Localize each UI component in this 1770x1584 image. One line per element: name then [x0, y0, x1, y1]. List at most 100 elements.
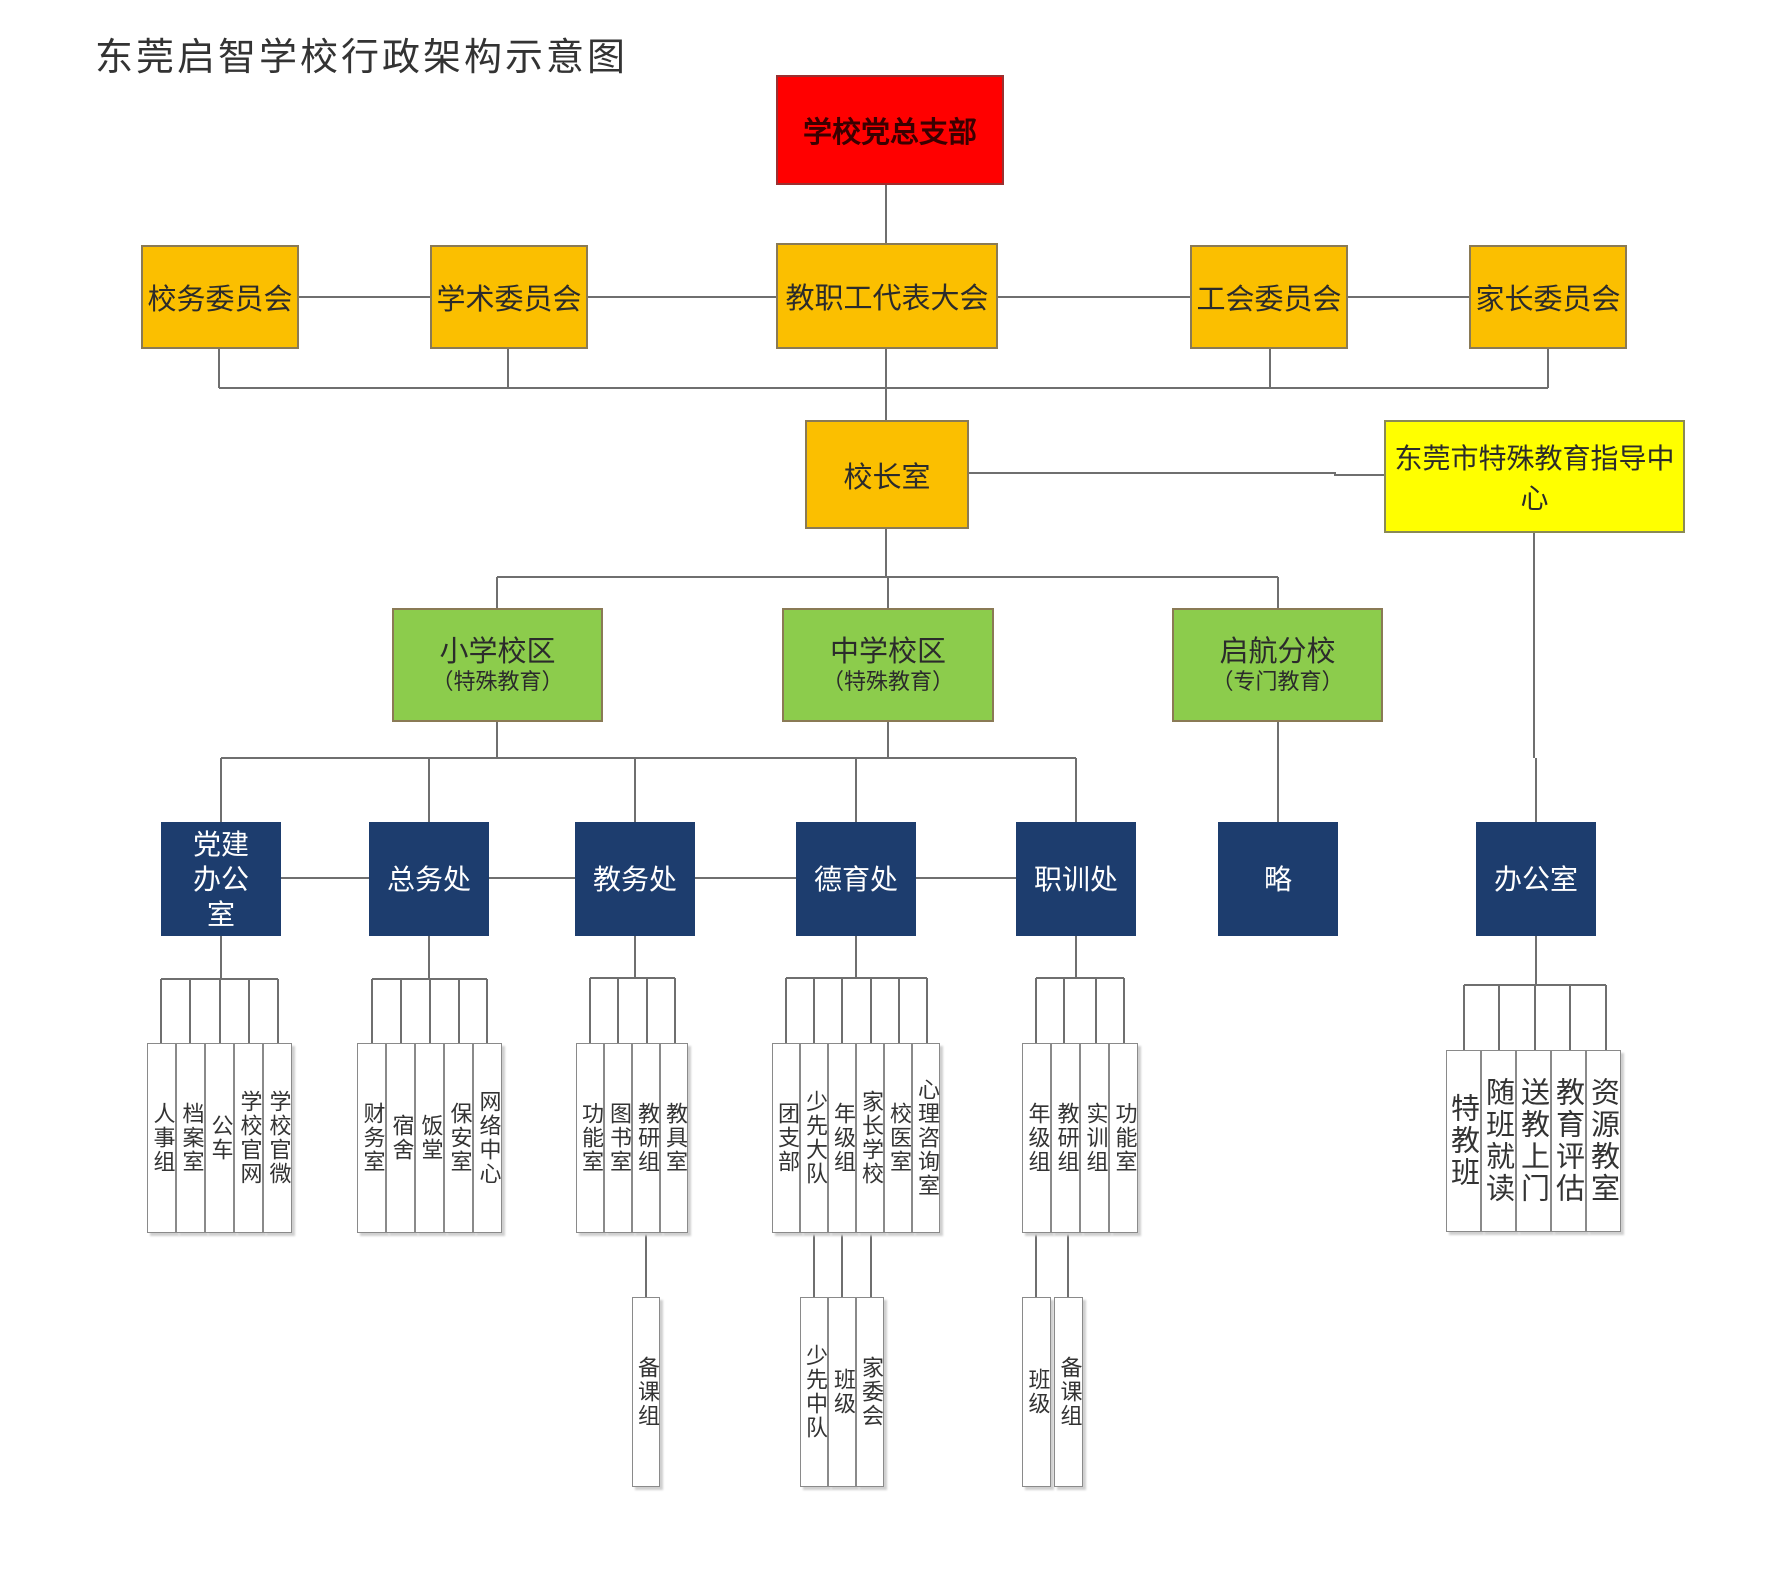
group-box: 图书室 [604, 1043, 632, 1233]
group-label: 资源教室 [1586, 1077, 1621, 1205]
node-label: 东莞市特殊教育指导中心 [1394, 441, 1675, 515]
node-label: 教务处 [592, 862, 677, 896]
group-label: 少先中队 [802, 1344, 827, 1440]
group-box: 功能室 [1109, 1043, 1138, 1233]
subgroup-box: 家委会 [856, 1297, 884, 1487]
department-node: 总务处 [369, 822, 489, 936]
node-label: 教职工代表大会 [785, 281, 989, 315]
group-box: 校医室 [884, 1043, 912, 1233]
group-label: 教育评估 [1551, 1077, 1586, 1205]
group-box: 网络中心 [473, 1043, 502, 1233]
group-box: 教育评估 [1551, 1050, 1586, 1232]
party-branch-node: 学校党总支部 [776, 75, 1004, 185]
principal-office-node: 校长室 [805, 420, 969, 529]
group-label: 公车 [207, 1114, 233, 1162]
group-label: 送教上门 [1516, 1077, 1551, 1205]
group-label: 学校官网 [236, 1090, 262, 1186]
group-label: 少先大队 [802, 1090, 827, 1186]
group-box: 饭堂 [415, 1043, 444, 1233]
group-label: 特教班 [1446, 1093, 1481, 1189]
group-label: 人事组 [149, 1102, 175, 1174]
group-label: 班级 [830, 1368, 855, 1416]
group-label: 教具室 [662, 1102, 687, 1174]
group-box: 财务室 [357, 1043, 386, 1233]
campus-type: （专门教育） [1211, 669, 1344, 695]
group-label: 图书室 [606, 1102, 631, 1174]
campus-type: （特殊教育） [821, 669, 954, 695]
campus-name: 小学校区 [439, 634, 556, 669]
node-label: 校务委员会 [147, 282, 293, 316]
node-label: 党建办公室 [192, 827, 249, 931]
node-label: 德育处 [813, 862, 898, 896]
campus-type: （特殊教育） [431, 669, 564, 695]
group-label: 年级组 [830, 1102, 855, 1174]
group-label: 教研组 [1053, 1102, 1079, 1174]
node-label: 工会委员会 [1196, 282, 1342, 316]
subgroup-box: 备课组 [1054, 1297, 1083, 1487]
group-label: 家长学校 [858, 1090, 883, 1186]
group-label: 保安室 [446, 1102, 472, 1174]
node-label: 办公室 [1493, 862, 1578, 896]
group-box: 少先大队 [800, 1043, 828, 1233]
node-label: 学校党总支部 [802, 115, 977, 149]
committee-node: 工会委员会 [1190, 245, 1348, 349]
group-box: 保安室 [444, 1043, 473, 1233]
node-label: 职训处 [1033, 862, 1118, 896]
department-node: 办公室 [1476, 822, 1596, 936]
group-box: 教研组 [632, 1043, 660, 1233]
group-box: 家长学校 [856, 1043, 884, 1233]
group-box: 心理咨询室 [912, 1043, 940, 1233]
group-label: 心理咨询室 [914, 1078, 939, 1198]
group-box: 学校官网 [234, 1043, 263, 1233]
group-label: 备课组 [1056, 1356, 1082, 1428]
subgroup-box: 备课组 [632, 1297, 660, 1487]
department-node: 略 [1218, 822, 1338, 936]
group-label: 校医室 [886, 1102, 911, 1174]
campus-name: 启航分校 [1219, 634, 1336, 669]
group-box: 资源教室 [1586, 1050, 1621, 1232]
department-node: 德育处 [796, 822, 916, 936]
campus-node: 中学校区 （特殊教育） [782, 608, 994, 722]
group-box: 随班就读 [1481, 1050, 1516, 1232]
group-label: 家委会 [858, 1356, 883, 1428]
committee-node: 家长委员会 [1469, 245, 1627, 349]
department-node: 教务处 [575, 822, 695, 936]
group-label: 班级 [1024, 1368, 1050, 1416]
node-label: 校长室 [843, 459, 931, 494]
group-label: 宿舍 [388, 1114, 414, 1162]
group-box: 送教上门 [1516, 1050, 1551, 1232]
campus-node: 小学校区 （特殊教育） [392, 608, 603, 722]
group-box: 实训组 [1080, 1043, 1109, 1233]
subgroup-box: 少先中队 [800, 1297, 828, 1487]
group-label: 随班就读 [1481, 1077, 1516, 1205]
guidance-center-node: 东莞市特殊教育指导中心 [1384, 420, 1685, 533]
group-label: 功能室 [578, 1102, 603, 1174]
group-box: 团支部 [772, 1043, 800, 1233]
department-node: 职训处 [1016, 822, 1136, 936]
group-box: 功能室 [576, 1043, 604, 1233]
group-box: 教具室 [660, 1043, 688, 1233]
group-box: 教研组 [1051, 1043, 1080, 1233]
subgroup-box: 班级 [1022, 1297, 1051, 1487]
department-node: 党建办公室 [161, 822, 281, 936]
group-box: 年级组 [1022, 1043, 1051, 1233]
group-label: 网络中心 [475, 1090, 501, 1186]
group-label: 学校官微 [265, 1090, 291, 1186]
group-label: 功能室 [1111, 1102, 1137, 1174]
group-label: 财务室 [359, 1102, 385, 1174]
group-label: 年级组 [1024, 1102, 1050, 1174]
group-label: 饭堂 [417, 1114, 443, 1162]
node-label: 总务处 [386, 862, 471, 896]
committee-node: 校务委员会 [141, 245, 299, 349]
group-label: 备课组 [634, 1356, 659, 1428]
group-box: 人事组 [147, 1043, 176, 1233]
group-label: 教研组 [634, 1102, 659, 1174]
committee-node: 学术委员会 [430, 245, 588, 349]
group-box: 特教班 [1446, 1050, 1481, 1232]
page-title: 东莞启智学校行政架构示意图 [95, 35, 629, 79]
group-label: 实训组 [1082, 1102, 1108, 1174]
campus-name: 中学校区 [829, 634, 946, 669]
group-box: 学校官微 [263, 1043, 292, 1233]
committee-node: 教职工代表大会 [776, 243, 998, 349]
